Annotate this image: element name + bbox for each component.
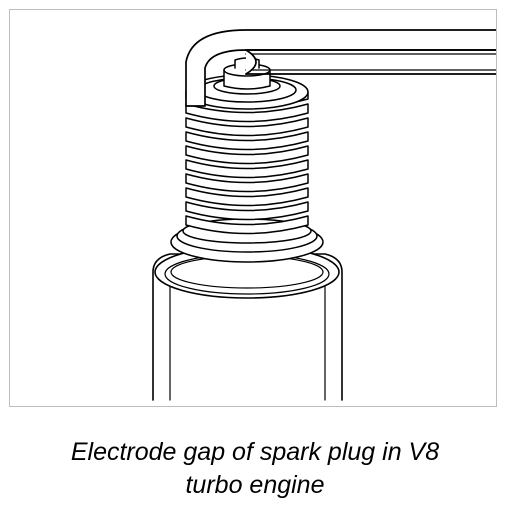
spark-plug-threads: [185, 91, 309, 235]
caption-line-2: turbo engine: [185, 471, 325, 499]
caption-line-1: Electrode gap of spark plug in V8: [70, 438, 440, 466]
figure-caption: Electrode gap of spark plug in V8 turbo …: [0, 436, 510, 502]
spark-plug-drawing: [152, 29, 496, 401]
ground-electrode: [185, 29, 496, 107]
spark-plug-shell: [152, 245, 343, 401]
spark-plug-figure: [9, 9, 497, 407]
